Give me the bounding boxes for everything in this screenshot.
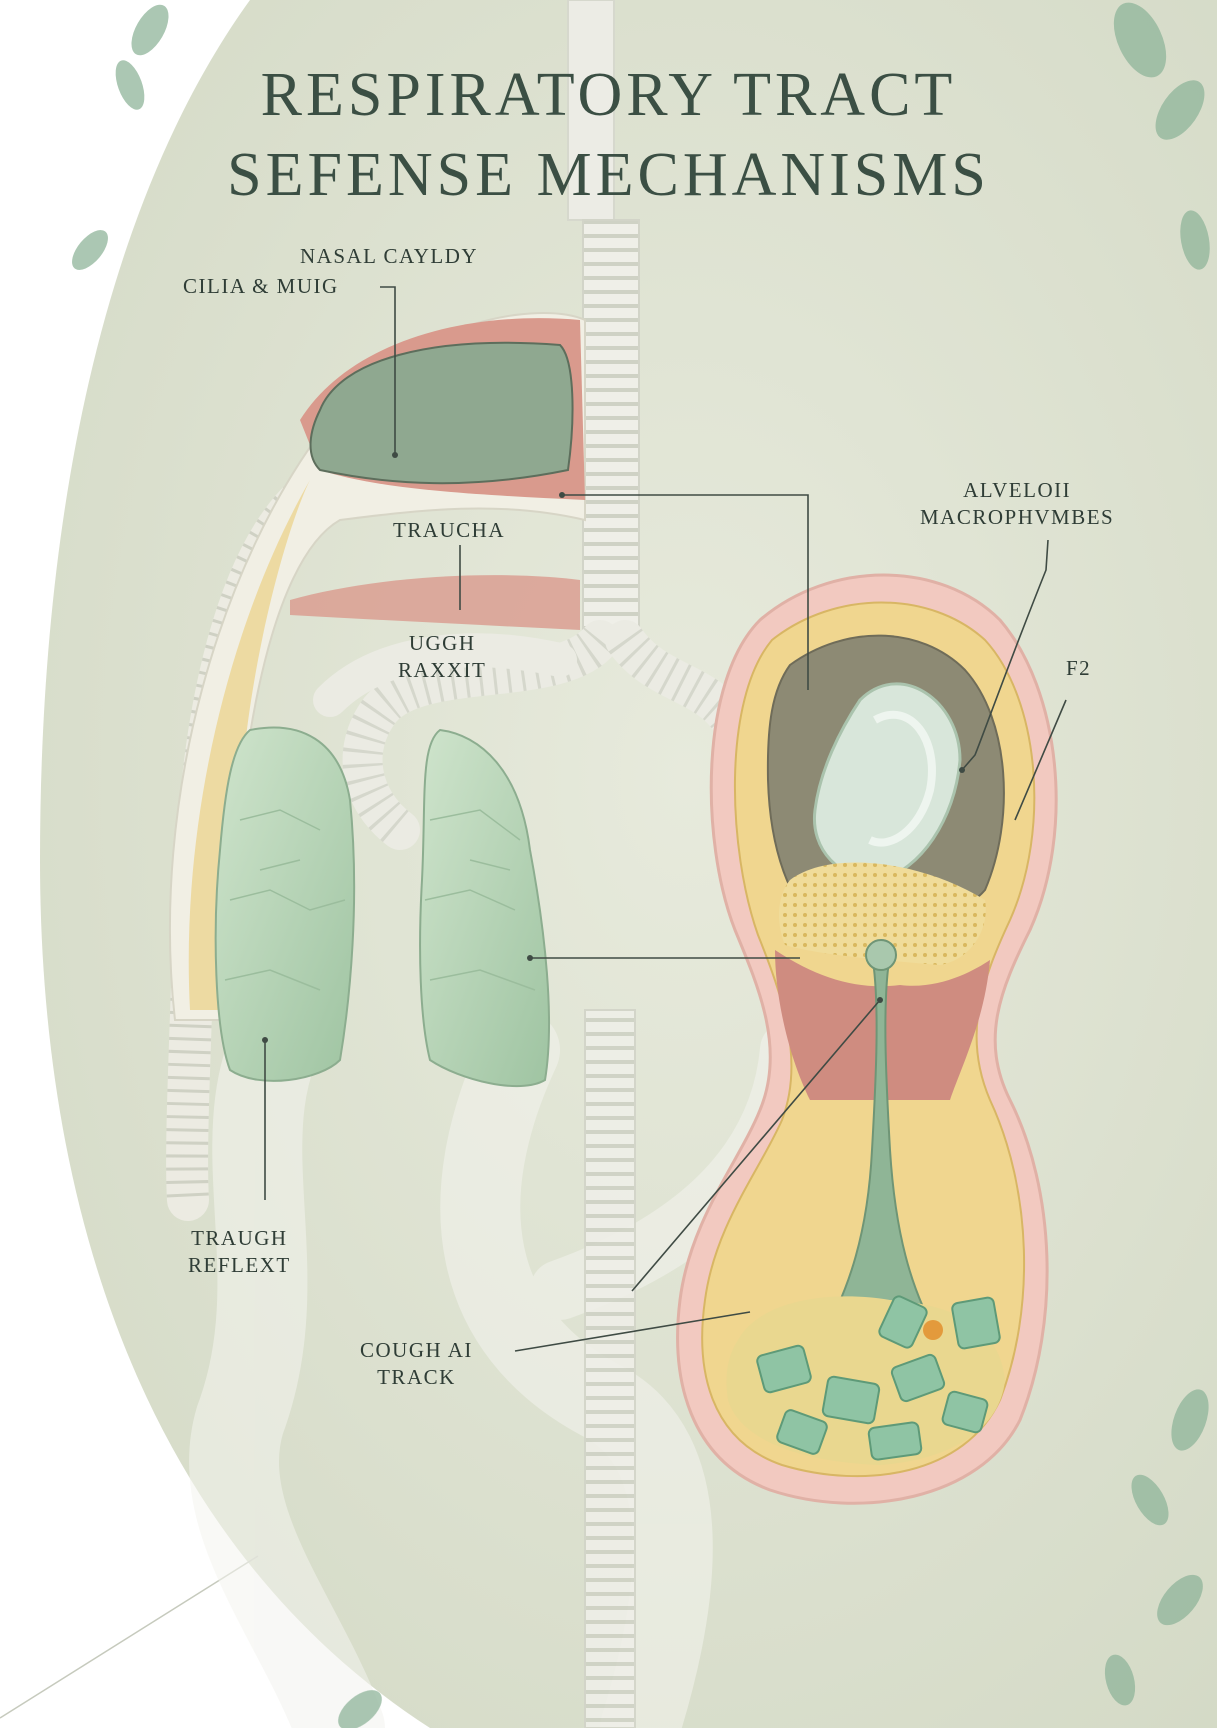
label-cough-track: COUGH AI TRACK [360,1337,473,1391]
label-traugh-line1: TRAUGH [188,1225,291,1252]
label-trachea: TRAUCHA [393,517,505,544]
trachea-tube [583,220,639,640]
label-cough-track-line1: COUGH AI [360,1337,473,1364]
label-cough-reflex-top-line2: RAXXIT [398,657,486,684]
label-cough-reflex-top-line1: UGGH [398,630,486,657]
lower-trachea [585,1010,635,1728]
title-line-2: SEFENSE MECHANISMS [0,140,1217,211]
label-alveolar-macrophages: ALVELOII MACROPHVMBES [920,477,1114,531]
stalk-knob [866,940,896,970]
orange-cell [923,1320,943,1340]
label-f2: F2 [1066,655,1091,682]
label-cilia-mucus: CILIA & MUIG [183,273,339,300]
label-cough-track-line2: TRACK [360,1364,473,1391]
label-nasal-cavity: NASAL CAYLDY [300,243,478,270]
label-traugh-line2: REFLEXT [188,1252,291,1279]
title-line-1: RESPIRATORY TRACT [0,60,1217,131]
label-alveolar-line1: ALVELOII [920,477,1114,504]
left-lung [216,728,354,1081]
label-alveolar-line2: MACROPHVMBES [920,504,1114,531]
label-traugh-reflext: TRAUGH REFLEXT [188,1225,291,1279]
label-cough-reflex-top: UGGH RAXXIT [398,630,486,684]
